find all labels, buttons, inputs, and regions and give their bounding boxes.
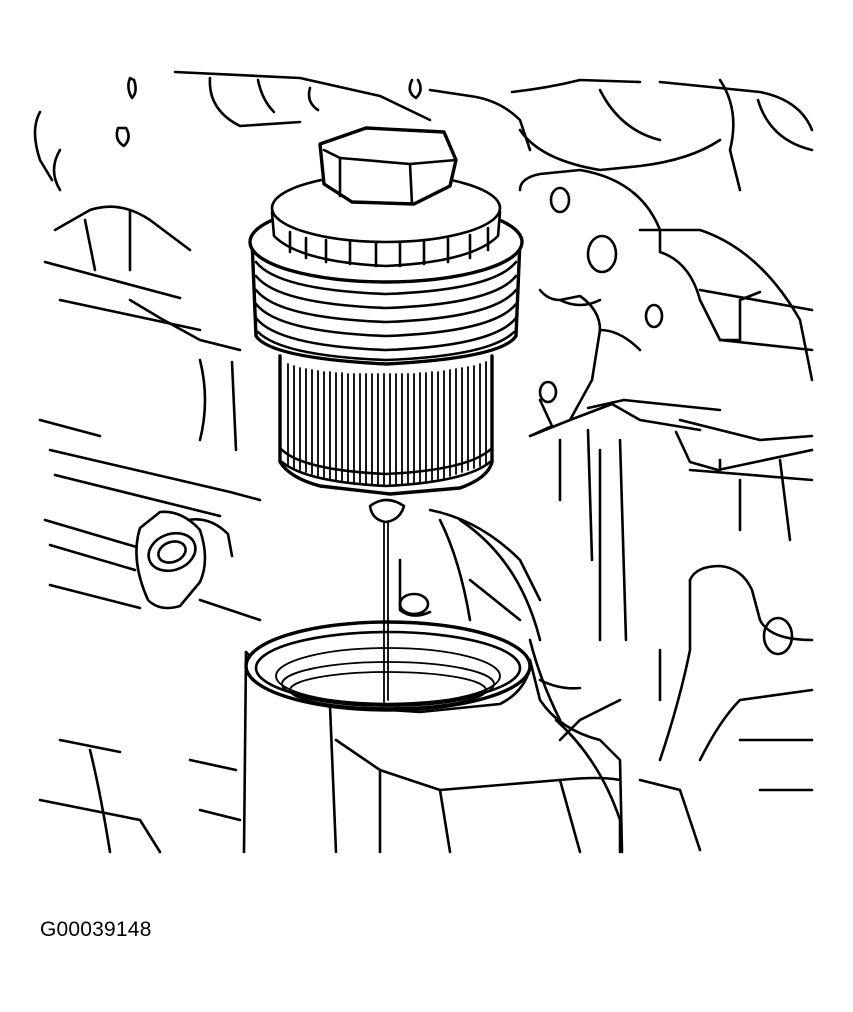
- cap-crown-ridges: [288, 226, 490, 268]
- oil-filter-assembly: [248, 126, 524, 496]
- oil-drip-icon: [368, 498, 406, 524]
- oil-filter-removal-illustration: [33, 70, 814, 854]
- engine-block-background: [33, 70, 814, 854]
- filter-element-pleats: [287, 361, 487, 486]
- filter-housing-bore: [242, 519, 624, 854]
- figure-code-label: G00039148: [40, 918, 152, 941]
